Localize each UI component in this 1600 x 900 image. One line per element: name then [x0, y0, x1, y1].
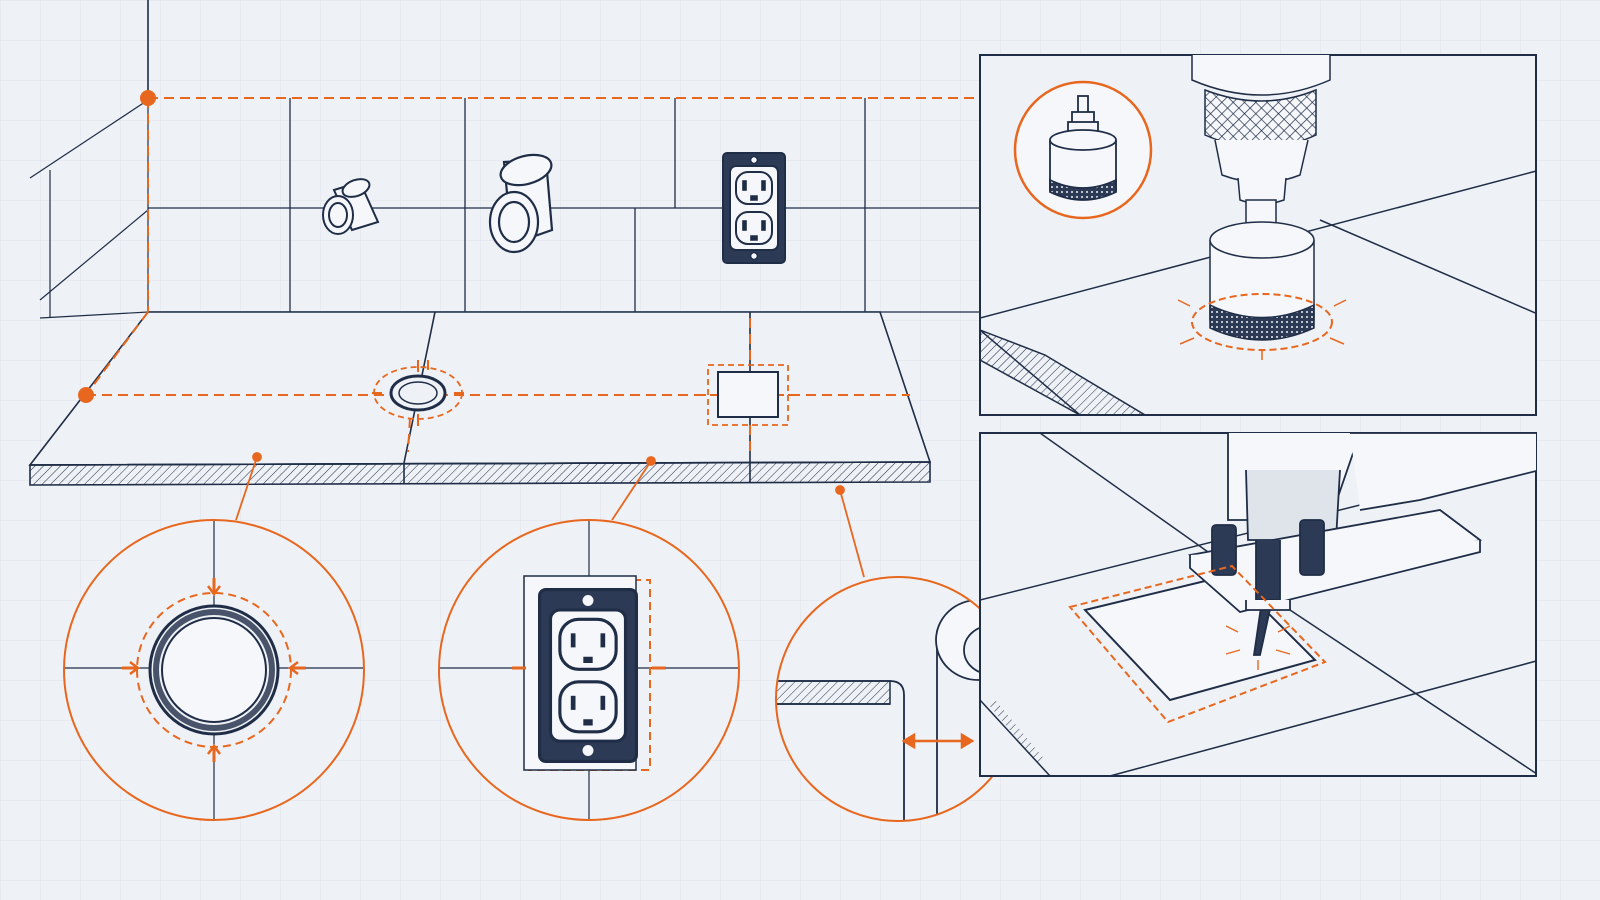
hole-saw-bit-icon [1013, 80, 1153, 220]
faucet-stub-small [322, 178, 380, 235]
round-hole [372, 360, 464, 426]
rectangular-box-cutout [694, 364, 800, 426]
cut-outline-guide [1068, 564, 1327, 724]
outlet-box-detail [438, 519, 740, 821]
round-hole-detail [63, 519, 365, 821]
wall-outlet [722, 152, 786, 264]
marker-dot-left [78, 387, 94, 403]
layout-lines [85, 97, 978, 455]
marker-dot-top [140, 90, 156, 106]
hole-saw-bit [1209, 221, 1315, 341]
faucet-stub-large [488, 153, 554, 254]
countertop [28, 311, 932, 486]
jigsaw-rectangular-cut [979, 432, 1537, 777]
callout-leaders [235, 452, 865, 578]
hole-saw-drilling [979, 54, 1537, 416]
drill-icon [1191, 55, 1331, 247]
outlet-icon [538, 588, 638, 763]
jigsaw-icon [1188, 433, 1536, 656]
